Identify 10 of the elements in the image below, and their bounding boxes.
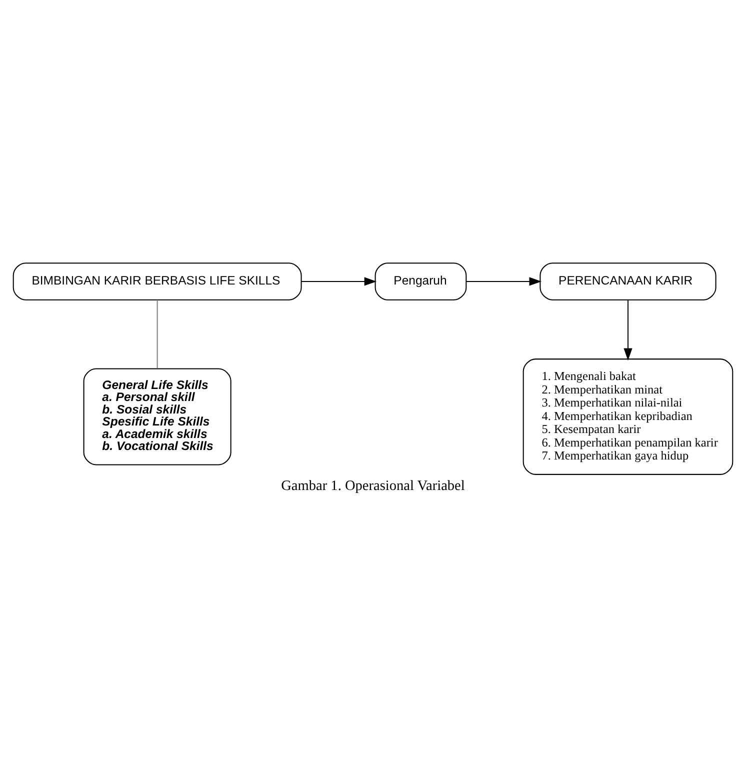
node-box: PERENCANAAN KARIR bbox=[540, 262, 716, 300]
node-box: BIMBINGAN KARIR BERBASIS LIFE SKILLS bbox=[12, 262, 302, 300]
node-box: Pengaruh bbox=[374, 262, 467, 300]
node-box: General Life Skills a. Personal skill b. Sosial skills Spesific Life Skills a. Academik skills b. Vocational Skills bbox=[83, 368, 232, 466]
arrow bbox=[301, 277, 377, 286]
connector bbox=[156, 300, 158, 368]
caption: Gambar 1. Operasional Variabel bbox=[281, 478, 465, 494]
arrow bbox=[466, 277, 542, 286]
node-box: 1. Mengenali bakat 2. Memperhatikan minat 3. Memperhatikan nilai-nilai 4. Memperhatikan kepribadian 5. Kesempatan karir 6. Memperhatikan penampilan karir 7. Memperhatikan gaya hidup bbox=[522, 358, 734, 475]
arrow bbox=[624, 300, 632, 361]
